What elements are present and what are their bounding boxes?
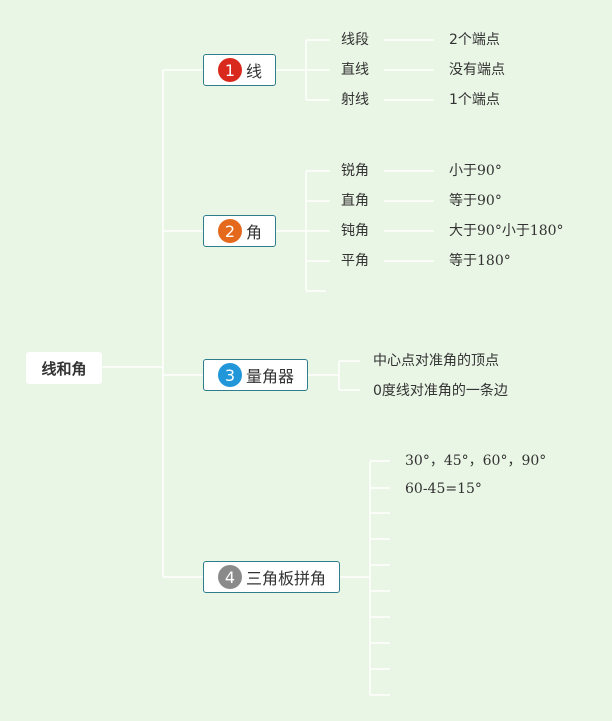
leaf-angle-difference[interactable]: 60-45=15° (405, 481, 482, 497)
branch-node-set-square[interactable]: 4 三角板拼角 (203, 561, 340, 593)
branch-node-line[interactable]: 1 线 (203, 54, 276, 86)
leaf-angle-list[interactable]: 30°，45°，60°，90° (405, 453, 547, 469)
branch-label-line: 线 (246, 62, 263, 81)
leaf-straight-line[interactable]: 直线 (341, 62, 369, 78)
leaf-acute-angle[interactable]: 锐角 (341, 163, 369, 179)
leaf-ray[interactable]: 射线 (341, 92, 369, 108)
detail-segment[interactable]: 2个端点 (449, 32, 500, 48)
branch-node-angle[interactable]: 2 角 (203, 215, 276, 247)
detail-straight-angle[interactable]: 等于180° (449, 253, 511, 269)
detail-right-angle[interactable]: 等于90° (449, 193, 502, 209)
number-badge-3: 3 (218, 363, 242, 387)
number-badge-2: 2 (218, 219, 242, 243)
leaf-zero-line[interactable]: 0度线对准角的一条边 (373, 383, 508, 399)
number-badge-1: 1 (218, 58, 242, 82)
branch-label-protractor: 量角器 (246, 367, 295, 386)
detail-obtuse-angle[interactable]: 大于90°小于180° (449, 223, 564, 239)
number-badge-4: 4 (218, 565, 242, 589)
branch-label-angle: 角 (246, 223, 263, 242)
detail-acute-angle[interactable]: 小于90° (449, 163, 502, 179)
detail-ray[interactable]: 1个端点 (449, 92, 500, 108)
leaf-straight-angle[interactable]: 平角 (341, 253, 369, 269)
leaf-center-point[interactable]: 中心点对准角的顶点 (373, 353, 499, 369)
root-node[interactable]: 线和角 (26, 352, 102, 384)
branch-node-protractor[interactable]: 3 量角器 (203, 359, 308, 391)
leaf-obtuse-angle[interactable]: 钝角 (341, 223, 369, 239)
branch-label-set-square: 三角板拼角 (246, 569, 327, 588)
detail-straight-line[interactable]: 没有端点 (449, 62, 505, 78)
leaf-segment[interactable]: 线段 (341, 32, 369, 48)
leaf-right-angle[interactable]: 直角 (341, 193, 369, 209)
